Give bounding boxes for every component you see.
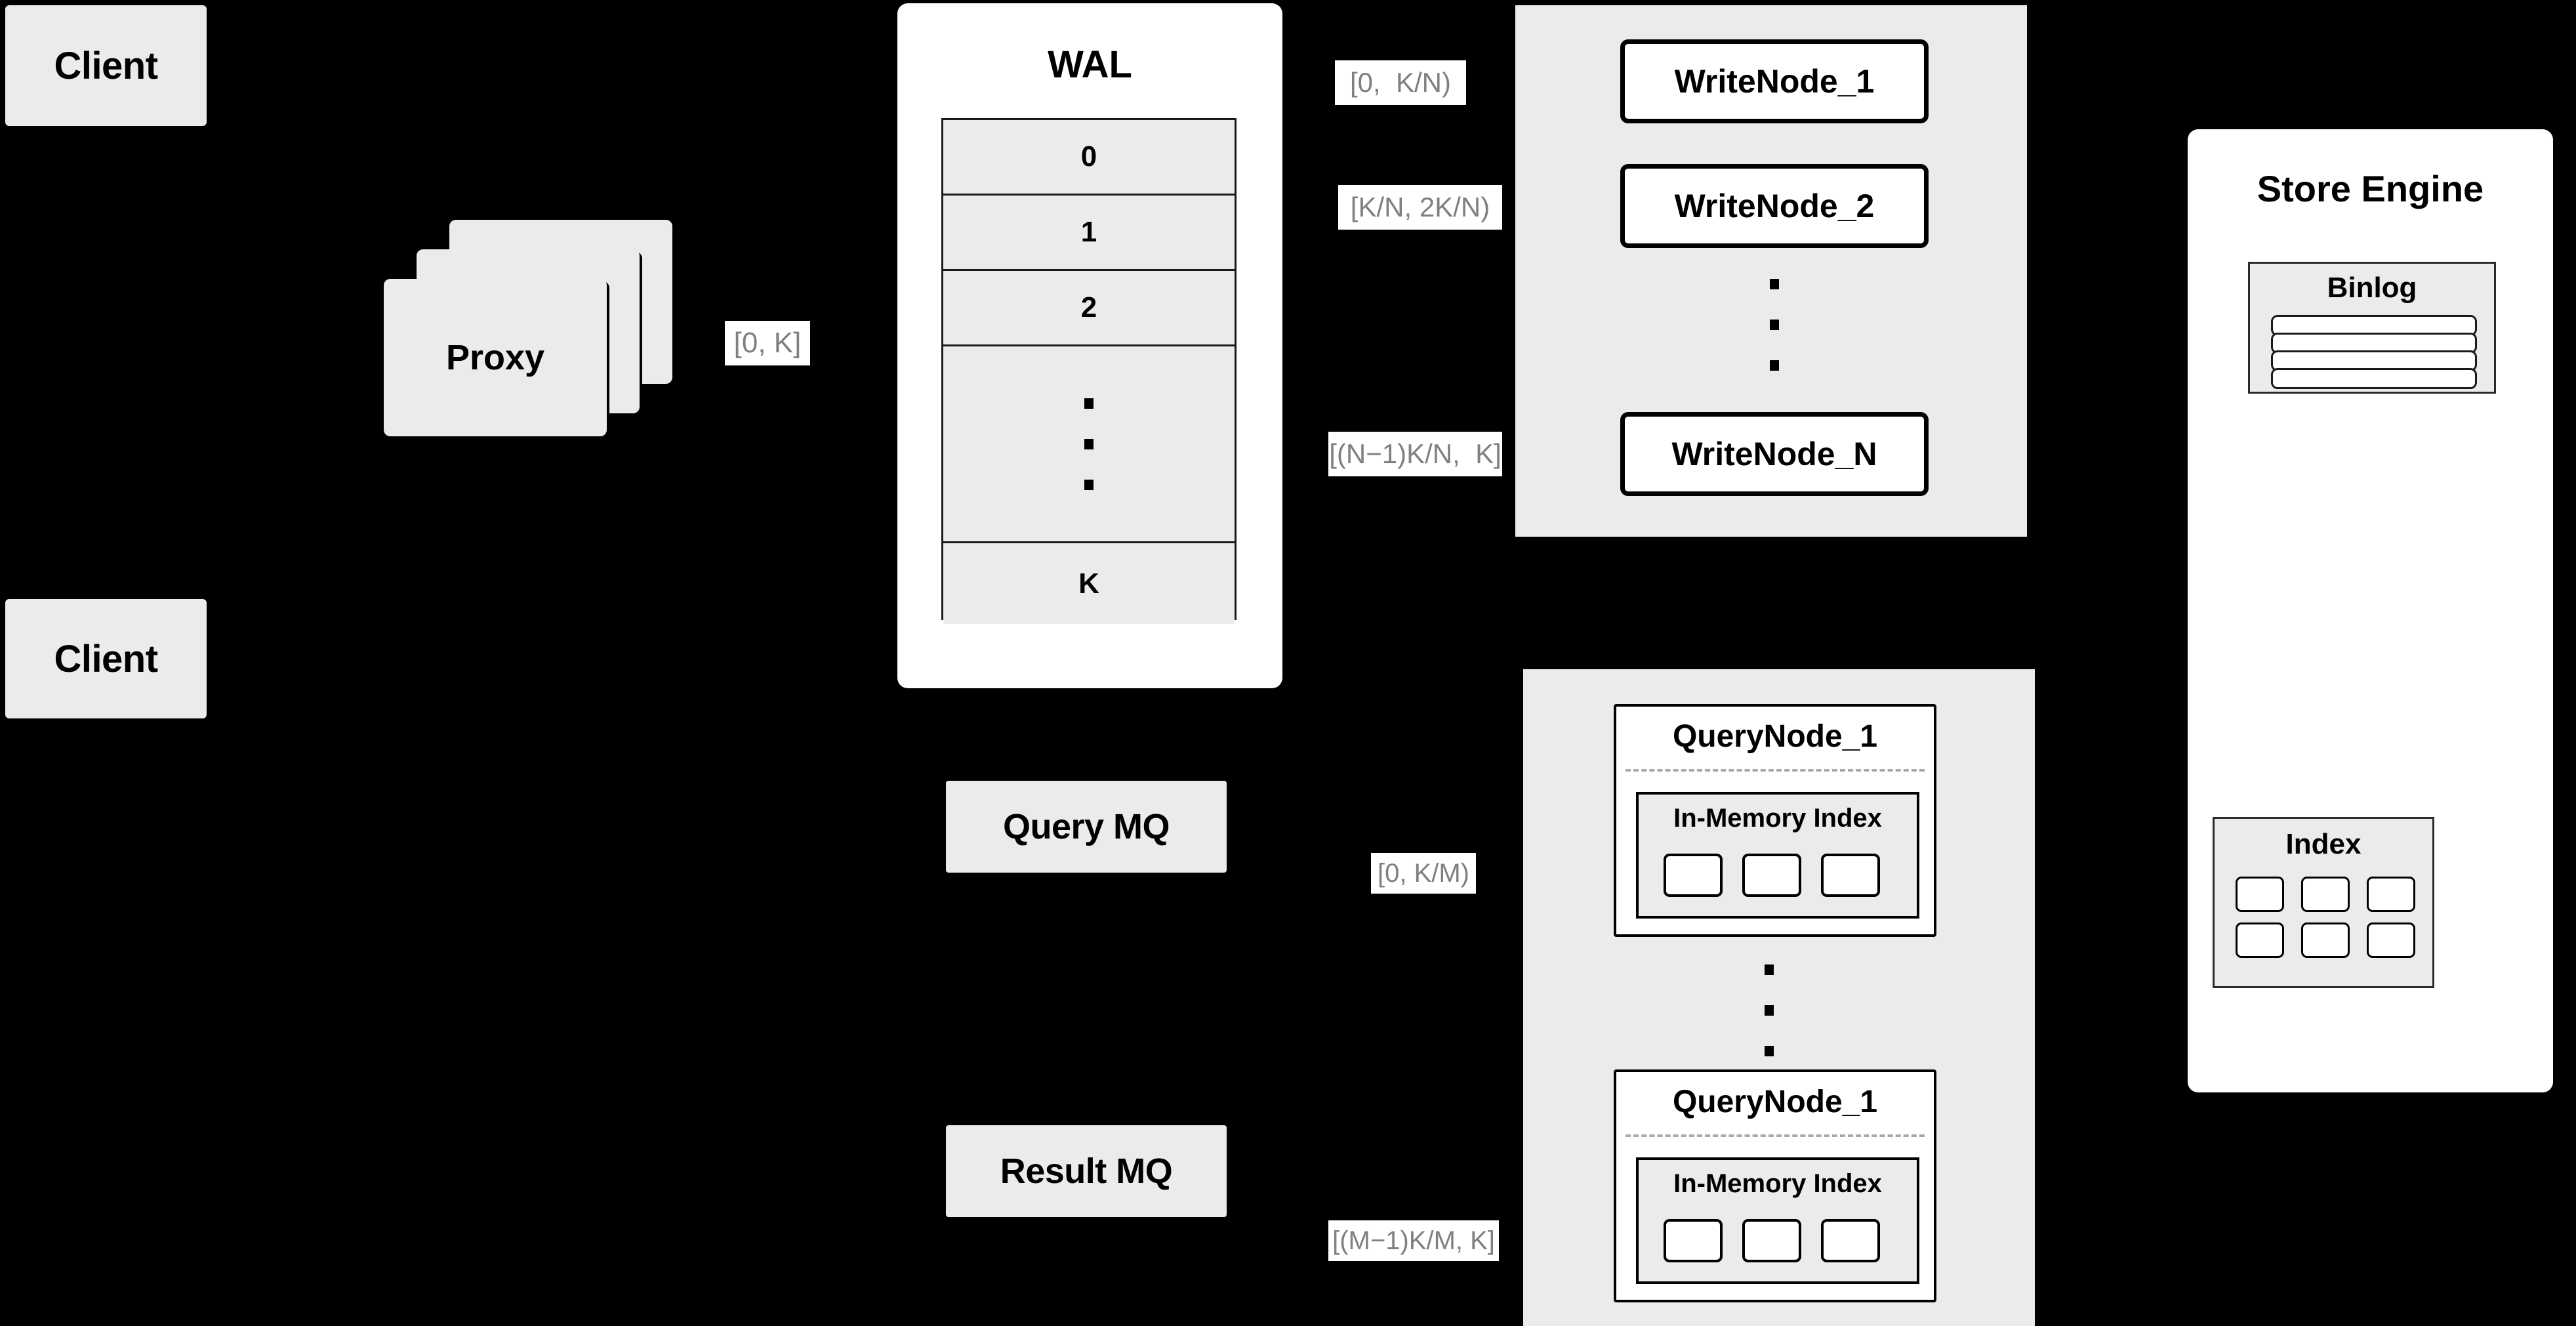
- range-text: [K/N, 2K/N): [1350, 192, 1490, 222]
- write-node-label: WriteNode_2: [1674, 188, 1875, 224]
- write-node-label: WriteNode_N: [1671, 436, 1877, 472]
- range-text: [0, K/M): [1377, 859, 1470, 888]
- proxy-stack[interactable]: Proxy: [384, 220, 685, 436]
- write-node-label: WriteNode_1: [1674, 63, 1875, 100]
- ellipsis-dot: [1084, 479, 1094, 490]
- binlog-section: Binlog: [2248, 262, 2496, 394]
- client-node-2[interactable]: Client: [5, 599, 207, 718]
- query-node-separator: [1625, 1134, 1925, 1137]
- write-node-1-range-label: [0, K/N): [1335, 60, 1466, 105]
- store-engine-title: Store Engine: [2257, 168, 2484, 209]
- queue-label: Query MQ: [1002, 807, 1170, 846]
- proxy-range-text: [0, K]: [733, 327, 802, 359]
- index-chip[interactable]: [1742, 1219, 1801, 1262]
- in-memory-index-2: In-Memory Index: [1636, 1157, 1919, 1284]
- queue-label: Result MQ: [1000, 1151, 1173, 1191]
- query-node-1-range-label: [0, K/M): [1371, 853, 1476, 894]
- store-engine-panel: Store Engine Binlog Index: [2188, 129, 2553, 1092]
- write-node-2-range-label: [K/N, 2K/N): [1338, 185, 1502, 230]
- query-node-2-range-label: [(M−1)K/M, K]: [1328, 1220, 1499, 1261]
- wal-row-label: K: [1078, 567, 1099, 600]
- wal-title: WAL: [1048, 43, 1132, 86]
- wal-row-1[interactable]: 1: [943, 196, 1235, 271]
- write-node-1[interactable]: WriteNode_1: [1620, 39, 1929, 123]
- wal-row-label: 2: [1080, 291, 1097, 323]
- wal-table: 0 1 2 K: [941, 118, 1237, 624]
- ellipsis-dot: [1770, 279, 1779, 289]
- client-label: Client: [54, 637, 158, 680]
- index-chip[interactable]: [1821, 854, 1880, 897]
- ellipsis-dot: [1770, 360, 1779, 371]
- write-node-n[interactable]: WriteNode_N: [1620, 412, 1929, 496]
- index-chip[interactable]: [2301, 922, 2350, 958]
- binlog-row[interactable]: [2271, 350, 2477, 371]
- ellipsis-dot: [1084, 438, 1094, 449]
- wal-row-k[interactable]: K: [943, 543, 1235, 624]
- wal-row-0[interactable]: 0: [943, 120, 1235, 196]
- index-chip[interactable]: [2367, 877, 2415, 912]
- proxy-card-front[interactable]: Proxy: [384, 279, 607, 436]
- binlog-row[interactable]: [2271, 333, 2477, 354]
- ellipsis-dot: [1084, 398, 1094, 409]
- wal-row-ellipsis: [943, 346, 1235, 543]
- in-memory-index-title: In-Memory Index: [1673, 1169, 1882, 1198]
- query-node-2[interactable]: QueryNode_1 In-Memory Index: [1614, 1069, 1936, 1302]
- in-memory-index-1: In-Memory Index: [1636, 792, 1919, 919]
- range-text: [(M−1)K/M, K]: [1332, 1226, 1495, 1255]
- ellipsis-dot: [1770, 320, 1779, 330]
- query-cluster-ellipsis: [1765, 964, 1774, 1056]
- wal-row-label: 1: [1080, 216, 1097, 248]
- range-text: [0, K/N): [1349, 67, 1452, 98]
- index-chip[interactable]: [2236, 877, 2284, 912]
- result-mq-node[interactable]: Result MQ: [946, 1125, 1227, 1217]
- index-chip[interactable]: [2301, 877, 2350, 912]
- client-node-1[interactable]: Client: [5, 5, 207, 126]
- query-node-separator: [1625, 769, 1925, 772]
- wal-row-2[interactable]: 2: [943, 271, 1235, 346]
- query-mq-node[interactable]: Query MQ: [946, 781, 1227, 873]
- index-chip[interactable]: [1742, 854, 1801, 897]
- range-text: [(N−1)K/N, K]: [1329, 438, 1502, 469]
- query-node-1[interactable]: QueryNode_1 In-Memory Index: [1614, 704, 1936, 937]
- ellipsis-dot: [1765, 1046, 1774, 1056]
- wal-row-label: 0: [1080, 140, 1097, 173]
- write-node-n-range-label: [(N−1)K/N, K]: [1328, 432, 1502, 476]
- index-chip[interactable]: [2236, 922, 2284, 958]
- proxy-label: Proxy: [445, 338, 545, 377]
- binlog-row[interactable]: [2271, 315, 2477, 336]
- proxy-range-label: [0, K]: [725, 321, 810, 365]
- index-chip[interactable]: [1821, 1219, 1880, 1262]
- index-section: Index: [2213, 817, 2434, 988]
- binlog-row[interactable]: [2271, 368, 2477, 389]
- query-node-label: QueryNode_1: [1672, 719, 1878, 754]
- in-memory-index-title: In-Memory Index: [1673, 804, 1882, 833]
- index-chip[interactable]: [1664, 1219, 1723, 1262]
- index-title: Index: [2285, 828, 2361, 860]
- ellipsis-dot: [1765, 964, 1774, 975]
- client-label: Client: [54, 44, 158, 87]
- binlog-title: Binlog: [2327, 272, 2417, 304]
- index-chip[interactable]: [1664, 854, 1723, 897]
- write-cluster-ellipsis: [1770, 279, 1779, 371]
- ellipsis-dot: [1765, 1005, 1774, 1016]
- query-node-label: QueryNode_1: [1672, 1085, 1878, 1119]
- write-node-2[interactable]: WriteNode_2: [1620, 164, 1929, 248]
- index-chip[interactable]: [2367, 922, 2415, 958]
